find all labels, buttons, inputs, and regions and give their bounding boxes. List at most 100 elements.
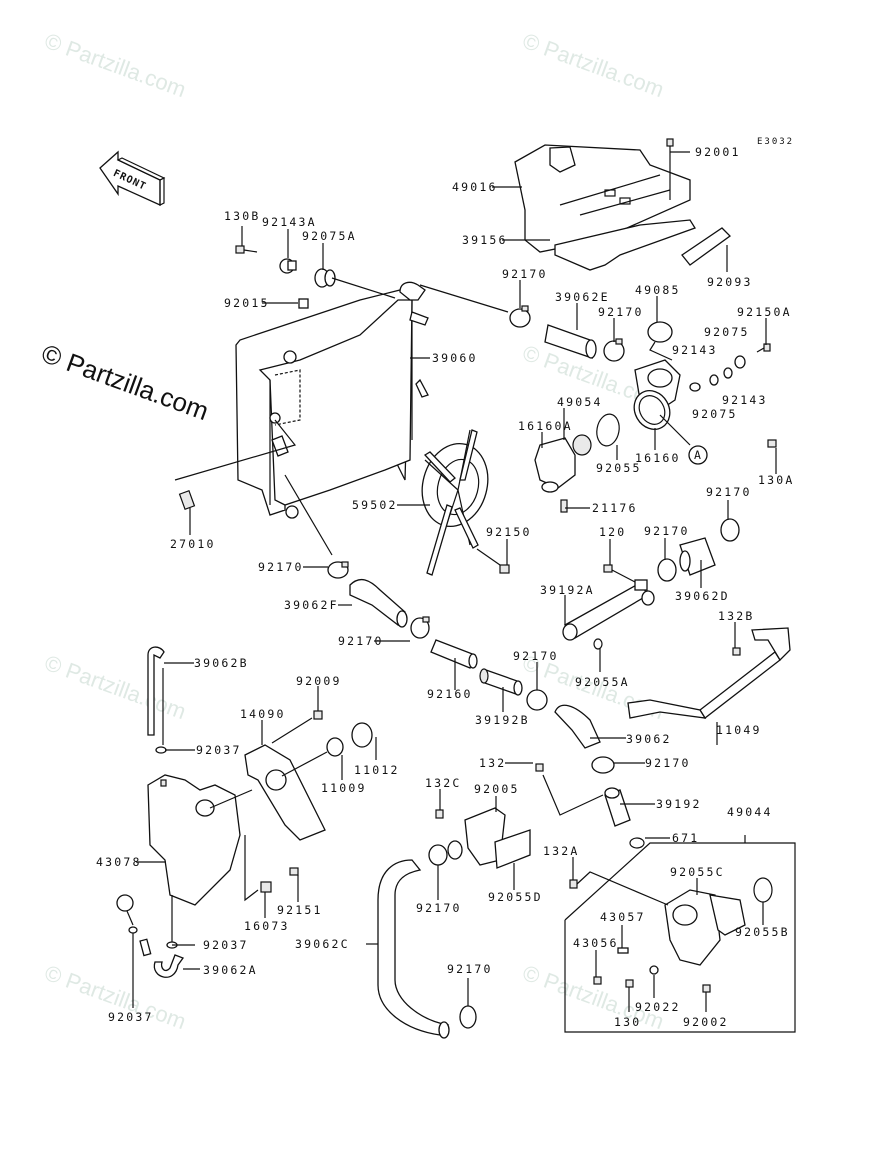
part-label-43056[interactable]: 43056: [573, 936, 619, 950]
part-label-14090[interactable]: 14090: [240, 707, 286, 721]
part-label-92170[interactable]: 92170: [513, 649, 559, 663]
part-label-92093[interactable]: 92093: [707, 275, 753, 289]
clamp-92170: [603, 338, 625, 362]
bolt-92150: [476, 548, 510, 574]
part-label-92170[interactable]: 92170: [598, 305, 644, 319]
shroud-lower-plate: [554, 219, 696, 271]
part-label-92143a[interactable]: 92143A: [262, 215, 317, 229]
part-label-49054[interactable]: 49054: [557, 395, 603, 409]
part-label-92170[interactable]: 92170: [416, 901, 462, 915]
part-label-39192[interactable]: 39192: [656, 797, 702, 811]
o-ring-92055a: [593, 638, 603, 650]
part-label-49085[interactable]: 49085: [635, 283, 681, 297]
bolt-132b: [732, 647, 741, 656]
bolt-130a: [767, 439, 777, 448]
part-label-92055d[interactable]: 92055D: [488, 890, 543, 904]
part-label-92055b[interactable]: 92055B: [735, 925, 790, 939]
temperature-sensor: [174, 419, 297, 510]
part-label-132[interactable]: 132: [479, 756, 507, 770]
clamp-92170: [428, 844, 448, 866]
part-label-39156[interactable]: 39156: [462, 233, 508, 247]
part-label-92170[interactable]: 92170: [338, 634, 384, 648]
ref-marker-a-top: [659, 414, 708, 465]
water-pump-box: [564, 835, 796, 1033]
hose-39062c: [377, 859, 450, 1039]
shroud-plate: [514, 144, 691, 253]
part-label-120[interactable]: 120: [599, 525, 627, 539]
part-label-92075[interactable]: 92075: [692, 407, 738, 421]
part-label-21176[interactable]: 21176: [592, 501, 638, 515]
part-label-92037[interactable]: 92037: [203, 938, 249, 952]
part-label-92037[interactable]: 92037: [196, 743, 242, 757]
part-label-92055[interactable]: 92055: [596, 461, 642, 475]
cooling-fan: [421, 429, 489, 576]
part-label-92150[interactable]: 92150: [486, 525, 532, 539]
part-label-92151[interactable]: 92151: [277, 903, 323, 917]
part-label-16073[interactable]: 16073: [244, 919, 290, 933]
part-label-92075a[interactable]: 92075A: [302, 229, 357, 243]
reservoir-tank-43078: [147, 774, 241, 906]
part-label-92170[interactable]: 92170: [447, 962, 493, 976]
part-label-130b[interactable]: 130B: [224, 209, 261, 223]
clamp-92170: [459, 1005, 477, 1029]
part-label-49016[interactable]: 49016: [452, 180, 498, 194]
part-label-39062b[interactable]: 39062B: [194, 656, 249, 670]
part-label-39062c[interactable]: 39062C: [295, 937, 350, 951]
part-label-39060[interactable]: 39060: [432, 351, 478, 365]
part-label-92170[interactable]: 92170: [258, 560, 304, 574]
part-label-59502[interactable]: 59502: [352, 498, 398, 512]
part-label-11049[interactable]: 11049: [716, 723, 762, 737]
part-label-39192a[interactable]: 39192A: [540, 583, 595, 597]
part-label-92075[interactable]: 92075: [704, 325, 750, 339]
part-label-39062f[interactable]: 39062F: [284, 598, 339, 612]
part-label-92150a[interactable]: 92150A: [737, 305, 792, 319]
cap-11012: [351, 722, 373, 748]
clamp-92170: [657, 558, 677, 582]
part-label-671[interactable]: 671: [672, 831, 700, 845]
clamp-92037: [155, 746, 167, 754]
clamp-92170: [526, 689, 548, 711]
part-label-39062e[interactable]: 39062E: [555, 290, 610, 304]
part-label-43057[interactable]: 43057: [600, 910, 646, 924]
part-label-92170[interactable]: 92170: [644, 524, 690, 538]
ref-marker-a-bottom: [116, 894, 134, 926]
part-label-39062[interactable]: 39062: [626, 732, 672, 746]
part-label-92143[interactable]: 92143: [722, 393, 768, 407]
part-label-92160[interactable]: 92160: [427, 687, 473, 701]
part-label-132b[interactable]: 132B: [718, 609, 755, 623]
part-label-16160[interactable]: 16160: [635, 451, 681, 465]
part-label-92143[interactable]: 92143: [672, 343, 718, 357]
part-label-43078[interactable]: 43078: [96, 855, 142, 869]
part-label-92002[interactable]: 92002: [683, 1015, 729, 1029]
part-label-49044[interactable]: 49044: [727, 805, 773, 819]
part-label-92015[interactable]: 92015: [224, 296, 270, 310]
part-label-92037[interactable]: 92037: [108, 1010, 154, 1024]
damper-16073: [260, 881, 272, 893]
part-label-11009[interactable]: 11009: [321, 781, 367, 795]
part-label-39192b[interactable]: 39192B: [475, 713, 530, 727]
clamp-92170: [327, 561, 349, 579]
part-label-92170[interactable]: 92170: [502, 267, 548, 281]
bolt-120: [603, 564, 636, 583]
part-label-130a[interactable]: 130A: [758, 473, 795, 487]
part-label-92055c[interactable]: 92055C: [670, 865, 725, 879]
part-label-16160a[interactable]: 16160A: [518, 419, 573, 433]
part-label-130[interactable]: 130: [614, 1015, 642, 1029]
part-label-11012[interactable]: 11012: [354, 763, 400, 777]
part-label-27010[interactable]: 27010: [170, 537, 216, 551]
bolt-132c: [435, 809, 444, 819]
part-label-39062d[interactable]: 39062D: [675, 589, 730, 603]
part-label-92001[interactable]: 92001: [695, 145, 741, 159]
radiator-cap-49085: [647, 321, 673, 361]
part-label-92170[interactable]: 92170: [706, 485, 752, 499]
part-label-132c[interactable]: 132C: [425, 776, 462, 790]
part-label-92055a[interactable]: 92055A: [575, 675, 630, 689]
part-label-92009[interactable]: 92009: [296, 674, 342, 688]
seal-strip: [681, 227, 731, 266]
part-label-39062a[interactable]: 39062A: [203, 963, 258, 977]
part-label-92170[interactable]: 92170: [645, 756, 691, 770]
part-label-132a[interactable]: 132A: [543, 844, 580, 858]
part-label-92005[interactable]: 92005: [474, 782, 520, 796]
part-label-92022[interactable]: 92022: [635, 1000, 681, 1014]
clamp-92037: [128, 926, 138, 934]
